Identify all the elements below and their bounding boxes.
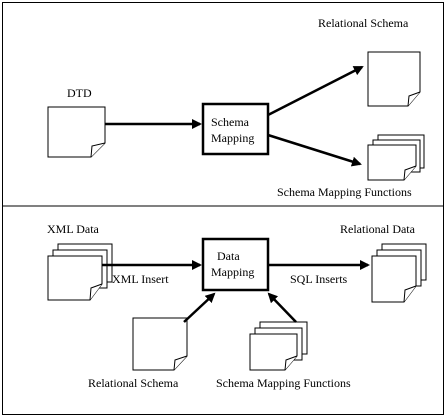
dtd-document-icon [47, 106, 106, 158]
relational-schema-to-data-mapping-arrow [183, 292, 216, 323]
top-schema-mapping-functions-stack-icon [367, 134, 425, 181]
schema-mapping-box: Schema Mapping [201, 102, 270, 156]
relational-data-label: Relational Data [340, 222, 416, 236]
bottom-schema-mapping-functions-label: Schema Mapping Functions [216, 376, 351, 390]
data-mapping-line1: Data [217, 249, 240, 263]
bottom-relational-schema-document-icon [132, 317, 188, 371]
schema-mapping-to-relational-schema-arrow [267, 65, 364, 117]
xml-data-label: XML Data [47, 222, 100, 236]
schema-mapping-to-functions-arrow [267, 133, 362, 167]
bottom-schema-mapping-functions-stack-icon [249, 321, 308, 371]
bottom-relational-schema-label: Relational Schema [88, 376, 179, 390]
functions-to-data-mapping-arrow [267, 292, 297, 323]
sql-inserts-label: SQL Inserts [290, 272, 348, 286]
schema-mapping-line2: Mapping [211, 131, 254, 145]
dtd-label: DTD [67, 86, 92, 100]
xml-data-stack-icon [47, 243, 113, 301]
data-mapping-line2: Mapping [211, 265, 254, 279]
top-relational-schema-label: Relational Schema [318, 16, 409, 30]
data-mapping-box: Data Mapping [201, 237, 270, 292]
relational-data-stack-icon [371, 243, 427, 303]
top-relational-schema-document-icon [367, 51, 421, 107]
top-schema-mapping-functions-label: Schema Mapping Functions [277, 185, 412, 199]
xml-insert-label: XML Insert [112, 272, 169, 286]
schema-mapping-line1: Schema [211, 115, 250, 129]
